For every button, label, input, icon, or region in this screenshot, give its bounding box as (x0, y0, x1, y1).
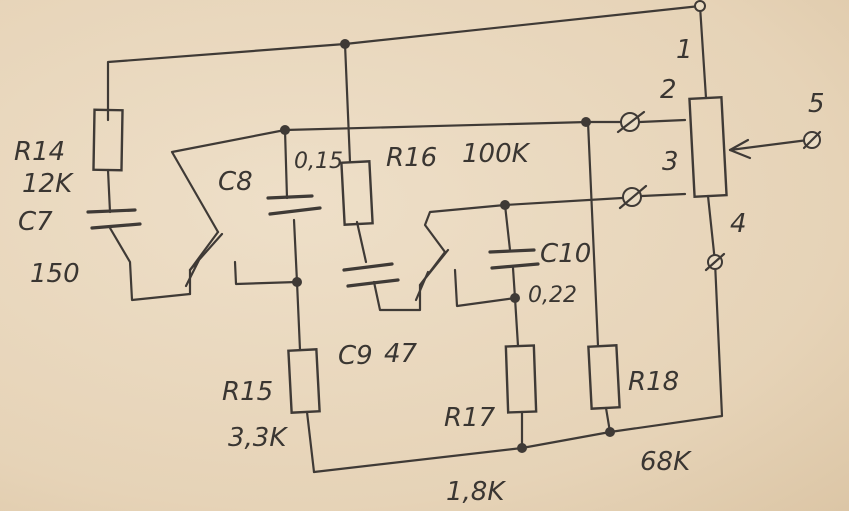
wiper-arrow (728, 138, 752, 160)
label-pin3: 3 (662, 147, 679, 177)
wire-c7-down (108, 226, 192, 302)
label-c8: C8 (218, 167, 253, 197)
label-c10-value: 0,22 (528, 283, 577, 308)
wire-c8-top (283, 128, 289, 200)
wire-r16-c9 (355, 220, 368, 264)
wire-c8-bottom (292, 218, 299, 284)
terminal-pin3 (618, 184, 648, 210)
wire-c10-top (503, 203, 512, 252)
label-pin2: 2 (660, 75, 677, 105)
terminal-pin1 (694, 0, 706, 12)
terminal-pin4 (704, 252, 726, 272)
label-c10: C10 (540, 239, 591, 269)
wire-c10-bottom (511, 266, 517, 300)
resistor-r14 (92, 108, 124, 172)
resistor-r17 (504, 344, 538, 414)
switch-1 (184, 232, 224, 288)
label-r17-value: 1,8K (446, 477, 506, 507)
junction-c8-top (280, 125, 290, 135)
capacitor-c7 (86, 208, 142, 230)
label-r18-value: 68K (640, 447, 692, 477)
junction-c10-top (500, 200, 510, 210)
label-r14-value: 12K (22, 169, 74, 199)
label-r16-value: 100K (462, 139, 531, 169)
wire-wiper (728, 138, 810, 152)
terminal-pin5 (802, 130, 822, 150)
switch-2 (414, 248, 450, 302)
label-c7-value: 150 (30, 259, 80, 289)
wire-pin1 (698, 4, 708, 100)
label-pin5: 5 (808, 89, 825, 119)
label-r18: R18 (628, 367, 679, 397)
wire-switch2-return (423, 203, 507, 254)
wire-r14-c7 (106, 168, 112, 214)
wire-r15-bottom (305, 410, 316, 474)
wire-r15-top (295, 280, 302, 352)
capacitor-c9 (342, 262, 400, 288)
label-pin4: 4 (730, 209, 747, 239)
junction-r18-top (581, 117, 591, 127)
wire-r16-top (343, 42, 352, 164)
wire-top-rail (106, 4, 702, 122)
capacitor-c10 (488, 248, 540, 270)
resistor-r15 (287, 348, 321, 414)
wire-pin2-link (638, 118, 687, 124)
wire-pin3-link (640, 192, 687, 198)
wire-second-rail (283, 120, 622, 132)
junction-c8-bottom (292, 277, 302, 287)
potentiometer (688, 95, 728, 199)
junction-r18-bottom (605, 427, 615, 437)
wire-c10-loop (453, 268, 517, 308)
wire-third-line (503, 196, 624, 207)
terminal-pin2 (616, 110, 646, 134)
junction-c10-bottom (510, 293, 520, 303)
junction-r17-bottom (517, 443, 527, 453)
resistor-r16 (340, 160, 374, 226)
label-c9: C9 (338, 341, 373, 371)
wire-r17-top (513, 296, 520, 348)
resistor-r18 (587, 344, 621, 410)
wire-r18-top (586, 120, 600, 348)
wire-switch1-return (170, 128, 287, 234)
label-c9-value: 47 (384, 339, 418, 369)
label-r16: R16 (386, 143, 437, 173)
wire-pin4 (706, 194, 717, 264)
capacitor-c8 (266, 194, 322, 216)
label-r15-value: 3,3K (228, 423, 288, 453)
label-c8-value: 0,15 (294, 149, 343, 174)
label-r14: R14 (14, 137, 65, 167)
label-r15: R15 (222, 377, 273, 407)
label-r17: R17 (444, 403, 496, 433)
label-pin1: 1 (676, 35, 693, 65)
wire-switch1-left (188, 230, 220, 296)
label-c7: C7 (18, 207, 53, 237)
junction-top (340, 39, 350, 49)
wire-c8-switch (233, 260, 299, 286)
